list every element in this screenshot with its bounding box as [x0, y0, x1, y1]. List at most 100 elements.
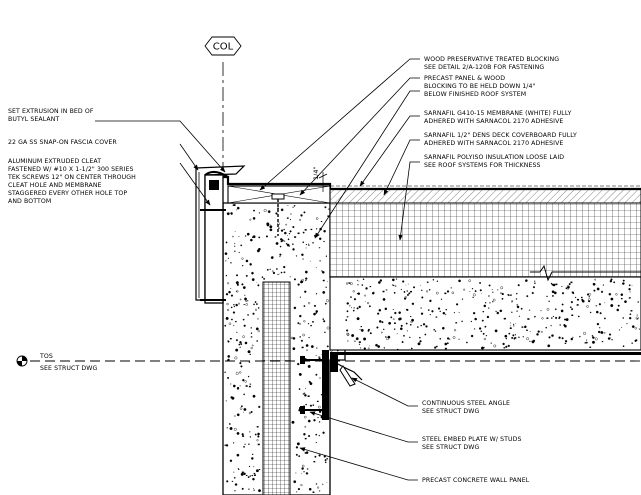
- aggregate-dot: [298, 455, 301, 458]
- aggregate-dot: [497, 289, 499, 291]
- aggregate-dot: [565, 318, 569, 322]
- note-extrusion-line: BUTYL SEALANT: [8, 116, 59, 123]
- aggregate-dot: [364, 294, 367, 297]
- aggregate-dot: [303, 320, 306, 323]
- aggregate-dot: [234, 231, 236, 232]
- aggregate-dot: [249, 353, 251, 355]
- aggregate-dot: [410, 320, 413, 323]
- aggregate-dot: [419, 336, 421, 339]
- aggregate-dot: [516, 292, 518, 295]
- note-insulation: SARNAFIL POLYISO INSULATION LOOSE LAID S…: [424, 154, 566, 169]
- note-cleat-line: FASTENED W/ #10 X 1-1/2" 300 SERIES: [8, 166, 134, 173]
- aggregate-dot: [435, 316, 438, 318]
- aggregate-dot: [229, 338, 232, 340]
- aggregate-dot: [599, 312, 602, 315]
- aggregate-dot: [393, 328, 396, 330]
- aggregate-dot: [444, 313, 447, 316]
- aggregate-dot: [309, 404, 312, 407]
- aggregate-dot: [346, 310, 349, 313]
- aggregate-dot: [586, 339, 588, 341]
- note-coverboard: SARNAFIL 1/2" DENS DECK COVERBOARD FULLY…: [424, 132, 579, 147]
- aggregate-dot: [551, 317, 553, 319]
- aggregate-dot: [550, 282, 553, 285]
- aggregate-dot: [349, 304, 351, 307]
- aggregate-dot: [420, 312, 424, 315]
- aggregate-dot: [485, 335, 488, 337]
- aggregate-dot: [629, 291, 631, 293]
- aggregate-dot: [621, 327, 623, 328]
- aggregate-dot: [371, 291, 375, 295]
- aggregate-dot: [610, 337, 612, 339]
- aggregate-dot: [517, 284, 520, 287]
- note-embed-plate-line: SEE STRUCT DWG: [422, 444, 479, 451]
- aggregate-dot: [285, 223, 288, 226]
- aggregate-dot: [248, 443, 250, 445]
- aggregate-dot: [280, 208, 284, 212]
- aggregate-dot: [321, 270, 325, 274]
- aggregate-dot: [526, 329, 528, 331]
- aggregate-dot: [586, 305, 589, 308]
- aggregate-dot: [620, 298, 623, 300]
- aggregate-dot: [230, 262, 232, 264]
- aggregate-dot: [231, 396, 235, 400]
- aggregate-dot: [245, 259, 249, 263]
- aggregate-dot: [602, 284, 604, 286]
- aggregate-dot: [315, 293, 318, 295]
- aggregate-dot: [410, 290, 412, 293]
- aggregate-dot: [277, 273, 279, 276]
- aggregate-dot: [446, 290, 450, 293]
- aggregate-dot: [510, 325, 511, 327]
- aggregate-dot: [289, 218, 292, 221]
- aggregate-dot: [225, 293, 229, 296]
- aggregate-dot: [237, 468, 239, 470]
- aggregate-dot: [226, 308, 230, 312]
- aggregate-dot: [265, 235, 268, 238]
- aggregate-dot: [296, 442, 300, 446]
- aggregate-dot: [400, 288, 402, 291]
- aggregate-dot: [494, 329, 498, 333]
- aggregate-dot: [279, 255, 281, 258]
- aggregate-dot: [561, 292, 565, 295]
- aggregate-dot: [378, 309, 382, 312]
- aggregate-dot: [304, 425, 307, 428]
- aggregate-dot: [592, 336, 595, 339]
- aluminum-cleat: [200, 171, 229, 304]
- aggregate-dot: [312, 321, 314, 323]
- aggregate-dot: [244, 341, 248, 345]
- aggregate-dot: [385, 336, 387, 338]
- aggregate-dot: [394, 285, 397, 287]
- aggregate-dot: [422, 323, 426, 326]
- aggregate-dot: [516, 304, 518, 306]
- aggregate-dot: [294, 236, 297, 238]
- aggregate-dot: [292, 347, 296, 351]
- aggregate-dot: [502, 342, 505, 346]
- aggregate-dot: [392, 318, 395, 321]
- aggregate-dot: [224, 324, 227, 327]
- note-wood-blocking-line: WOOD PRESERVATIVE TREATED BLOCKING: [424, 56, 559, 63]
- aggregate-dot: [570, 337, 574, 341]
- aggregate-dot: [240, 365, 243, 368]
- aggregate-dot: [433, 328, 435, 331]
- aggregate-dot: [318, 405, 321, 409]
- aggregate-dot: [390, 316, 393, 319]
- aggregate-dot: [301, 278, 304, 282]
- aggregate-dot: [392, 309, 394, 311]
- aggregate-dot: [355, 337, 359, 341]
- aggregate-dot: [546, 308, 550, 311]
- aggregate-dot: [276, 268, 278, 270]
- aggregate-dot: [326, 482, 328, 483]
- aggregate-dot: [455, 303, 459, 306]
- aggregate-dot: [404, 296, 407, 299]
- aggregate-dot: [484, 325, 487, 328]
- aggregate-dot: [387, 335, 391, 339]
- aggregate-dot: [280, 229, 284, 232]
- aggregate-dot: [427, 309, 430, 311]
- note-precast-blocking: PRECAST PANEL & WOOD BLOCKING TO BE HELD…: [424, 75, 538, 98]
- aggregate-dot: [524, 325, 527, 328]
- tos-marker: TOS SEE STRUCT DWG: [16, 353, 641, 372]
- aggregate-dot: [243, 445, 245, 448]
- aggregate-dot: [511, 300, 514, 302]
- aggregate-dot: [432, 279, 435, 281]
- aggregate-dot: [461, 320, 463, 323]
